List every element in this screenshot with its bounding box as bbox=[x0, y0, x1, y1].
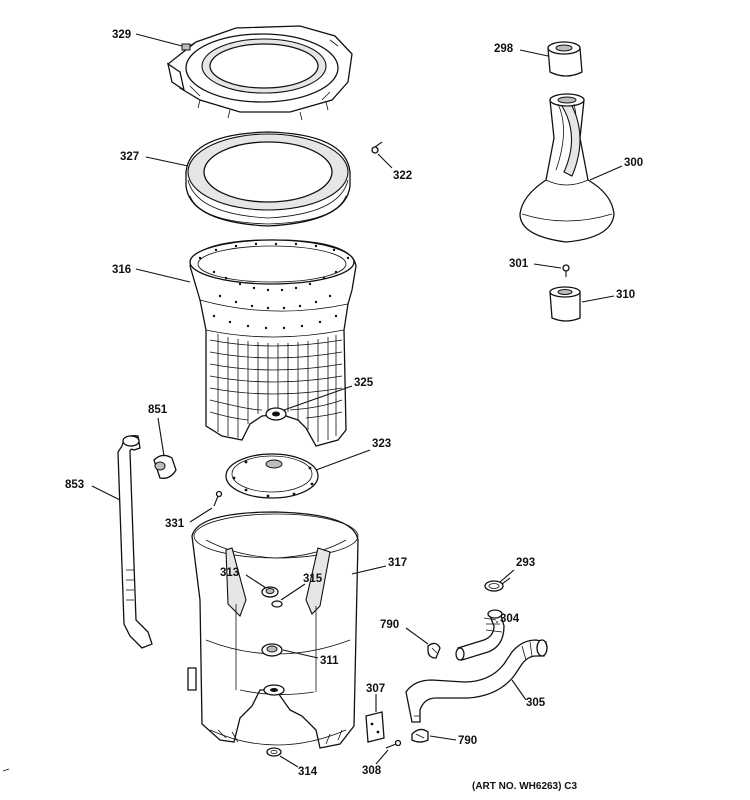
label-304: 304 bbox=[500, 613, 520, 625]
part-301-screw bbox=[562, 264, 570, 277]
leader-331 bbox=[189, 507, 213, 523]
leader-300 bbox=[589, 165, 623, 181]
leader-325 bbox=[283, 385, 353, 411]
label-853: 853 bbox=[65, 479, 84, 491]
label-325: 325 bbox=[354, 377, 374, 389]
leader-311 bbox=[282, 649, 319, 659]
leader-853 bbox=[91, 485, 121, 501]
part-300-agitator bbox=[519, 93, 615, 243]
leader-322 bbox=[377, 153, 393, 169]
label-790a: 790 bbox=[380, 619, 399, 631]
label-316: 316 bbox=[112, 264, 131, 276]
label-308: 308 bbox=[362, 765, 382, 777]
part-329-tub-cover bbox=[167, 25, 353, 121]
leader-317 bbox=[351, 565, 387, 575]
label-314: 314 bbox=[298, 766, 318, 778]
part-322-screw bbox=[371, 141, 383, 154]
basket-mesh bbox=[209, 334, 343, 442]
leader-308 bbox=[375, 749, 389, 765]
label-322: 322 bbox=[393, 170, 412, 182]
corner-mark bbox=[2, 768, 10, 772]
label-307: 307 bbox=[366, 683, 385, 695]
label-851: 851 bbox=[148, 404, 168, 416]
label-311: 311 bbox=[320, 655, 339, 667]
leader-301 bbox=[533, 263, 562, 269]
basket-holes bbox=[198, 242, 350, 330]
part-310-coupling bbox=[549, 286, 581, 322]
label-327: 327 bbox=[120, 151, 139, 163]
label-298: 298 bbox=[494, 43, 514, 55]
part-327-balance-ring bbox=[185, 131, 351, 227]
leader-323 bbox=[315, 449, 371, 471]
leader-298 bbox=[519, 49, 549, 57]
label-329: 329 bbox=[112, 29, 131, 41]
part-323-hub-plate bbox=[225, 453, 319, 499]
label-790b: 790 bbox=[458, 735, 477, 747]
leader-293 bbox=[499, 569, 515, 583]
part-307-bracket bbox=[365, 711, 385, 743]
label-317: 317 bbox=[388, 557, 407, 569]
leader-851 bbox=[157, 417, 165, 457]
leader-314 bbox=[279, 755, 299, 768]
leader-316 bbox=[135, 268, 191, 283]
label-300: 300 bbox=[624, 157, 643, 169]
leader-329 bbox=[135, 33, 183, 47]
part-314-washer bbox=[266, 747, 282, 757]
part-316-wash-basket bbox=[189, 239, 357, 447]
part-317-outer-tub bbox=[187, 511, 359, 749]
leader-313 bbox=[245, 574, 267, 589]
part-305-drain-hose-long bbox=[405, 639, 548, 723]
part-293-clamp bbox=[484, 577, 511, 592]
label-301: 301 bbox=[509, 258, 529, 270]
label-323: 323 bbox=[372, 438, 391, 450]
part-853-siphon-hose bbox=[117, 435, 153, 649]
part-331-screw bbox=[213, 490, 223, 507]
part-790-clamp-bottom bbox=[411, 728, 429, 743]
leader-310 bbox=[581, 295, 615, 303]
leader-315 bbox=[280, 583, 306, 601]
leader-790a bbox=[405, 627, 429, 645]
label-293: 293 bbox=[516, 557, 535, 569]
label-331: 331 bbox=[165, 518, 185, 530]
label-310: 310 bbox=[616, 289, 635, 301]
leader-327 bbox=[145, 156, 189, 167]
leader-305 bbox=[511, 679, 527, 701]
label-313: 313 bbox=[220, 567, 239, 579]
part-304-drain-hose bbox=[455, 609, 505, 661]
label-315: 315 bbox=[303, 573, 323, 585]
art-number: (ART NO. WH6263) C3 bbox=[472, 781, 577, 792]
part-790-clamp-top bbox=[427, 642, 441, 659]
part-298-agitator-cap bbox=[547, 41, 583, 77]
part-851-cap bbox=[153, 454, 177, 479]
leader-790b bbox=[429, 735, 457, 741]
label-305: 305 bbox=[526, 697, 546, 709]
part-308-screw bbox=[385, 739, 402, 749]
